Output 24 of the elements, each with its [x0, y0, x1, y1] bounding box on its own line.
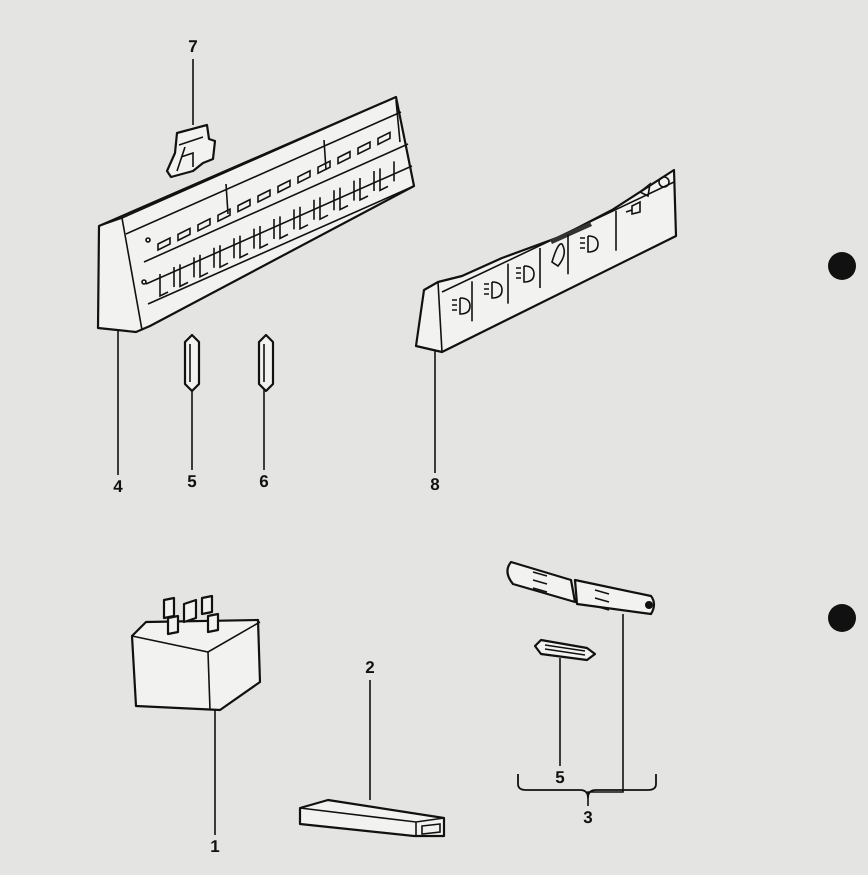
leader-line: [587, 614, 624, 806]
fuse-block-drawing: [296, 798, 448, 838]
switch-panel-drawing: [412, 166, 678, 354]
callout-number: 6: [257, 472, 271, 492]
leader-line: [369, 680, 371, 800]
fuse-box-drawing: [96, 94, 418, 334]
leader-line: [434, 350, 436, 473]
callout-number: 5: [553, 768, 567, 788]
callout-number: 8: [428, 475, 442, 495]
fuse-drawing: [256, 334, 276, 392]
callout-number: 2: [363, 658, 377, 678]
leader-line: [559, 658, 561, 766]
leader-line: [263, 388, 265, 470]
fuse-drawing: [533, 636, 597, 662]
fuse-drawing: [182, 334, 202, 392]
leader-line: [192, 59, 194, 125]
callout-number: 3: [581, 808, 595, 828]
leader-line: [117, 330, 119, 475]
clip-drawing: [163, 123, 217, 177]
leader-line: [214, 710, 216, 835]
callout-number: 7: [186, 37, 200, 57]
callout-number: 5: [185, 472, 199, 492]
callout-number: 1: [208, 837, 222, 857]
callout-number: 4: [111, 477, 125, 497]
